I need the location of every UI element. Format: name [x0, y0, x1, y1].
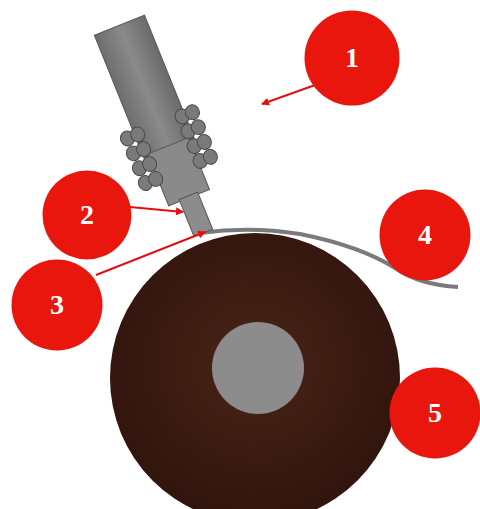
- roll-hub: [212, 322, 304, 414]
- callout-number: 4: [418, 221, 432, 249]
- roll: [110, 233, 400, 509]
- callout-label: 2: [42, 170, 132, 260]
- callout-number: 2: [80, 201, 94, 229]
- callout-circle: 5: [389, 367, 480, 459]
- coil-winding: [195, 132, 214, 151]
- callout-circle: 1: [304, 10, 400, 106]
- coil-winding: [201, 147, 220, 166]
- callout-circle: 4: [379, 189, 471, 281]
- callout-label: 4: [379, 189, 471, 281]
- coil-winding: [140, 154, 159, 173]
- callout-circle: 3: [11, 259, 103, 351]
- coil-winding: [134, 140, 153, 159]
- callout-number: 3: [50, 291, 64, 319]
- callout-circle: 2: [42, 170, 132, 260]
- callout-label: 1: [304, 10, 400, 106]
- callout-number: 1: [345, 44, 359, 72]
- callout-number: 5: [428, 399, 442, 427]
- leader-arrow: [262, 84, 318, 104]
- coil-winding: [146, 169, 165, 188]
- callout-label: 3: [11, 259, 103, 351]
- coil-winding: [183, 103, 202, 122]
- callout-label: 5: [389, 367, 480, 459]
- coil-winding: [189, 118, 208, 137]
- coil-winding: [128, 125, 147, 144]
- leader-arrow: [130, 207, 183, 212]
